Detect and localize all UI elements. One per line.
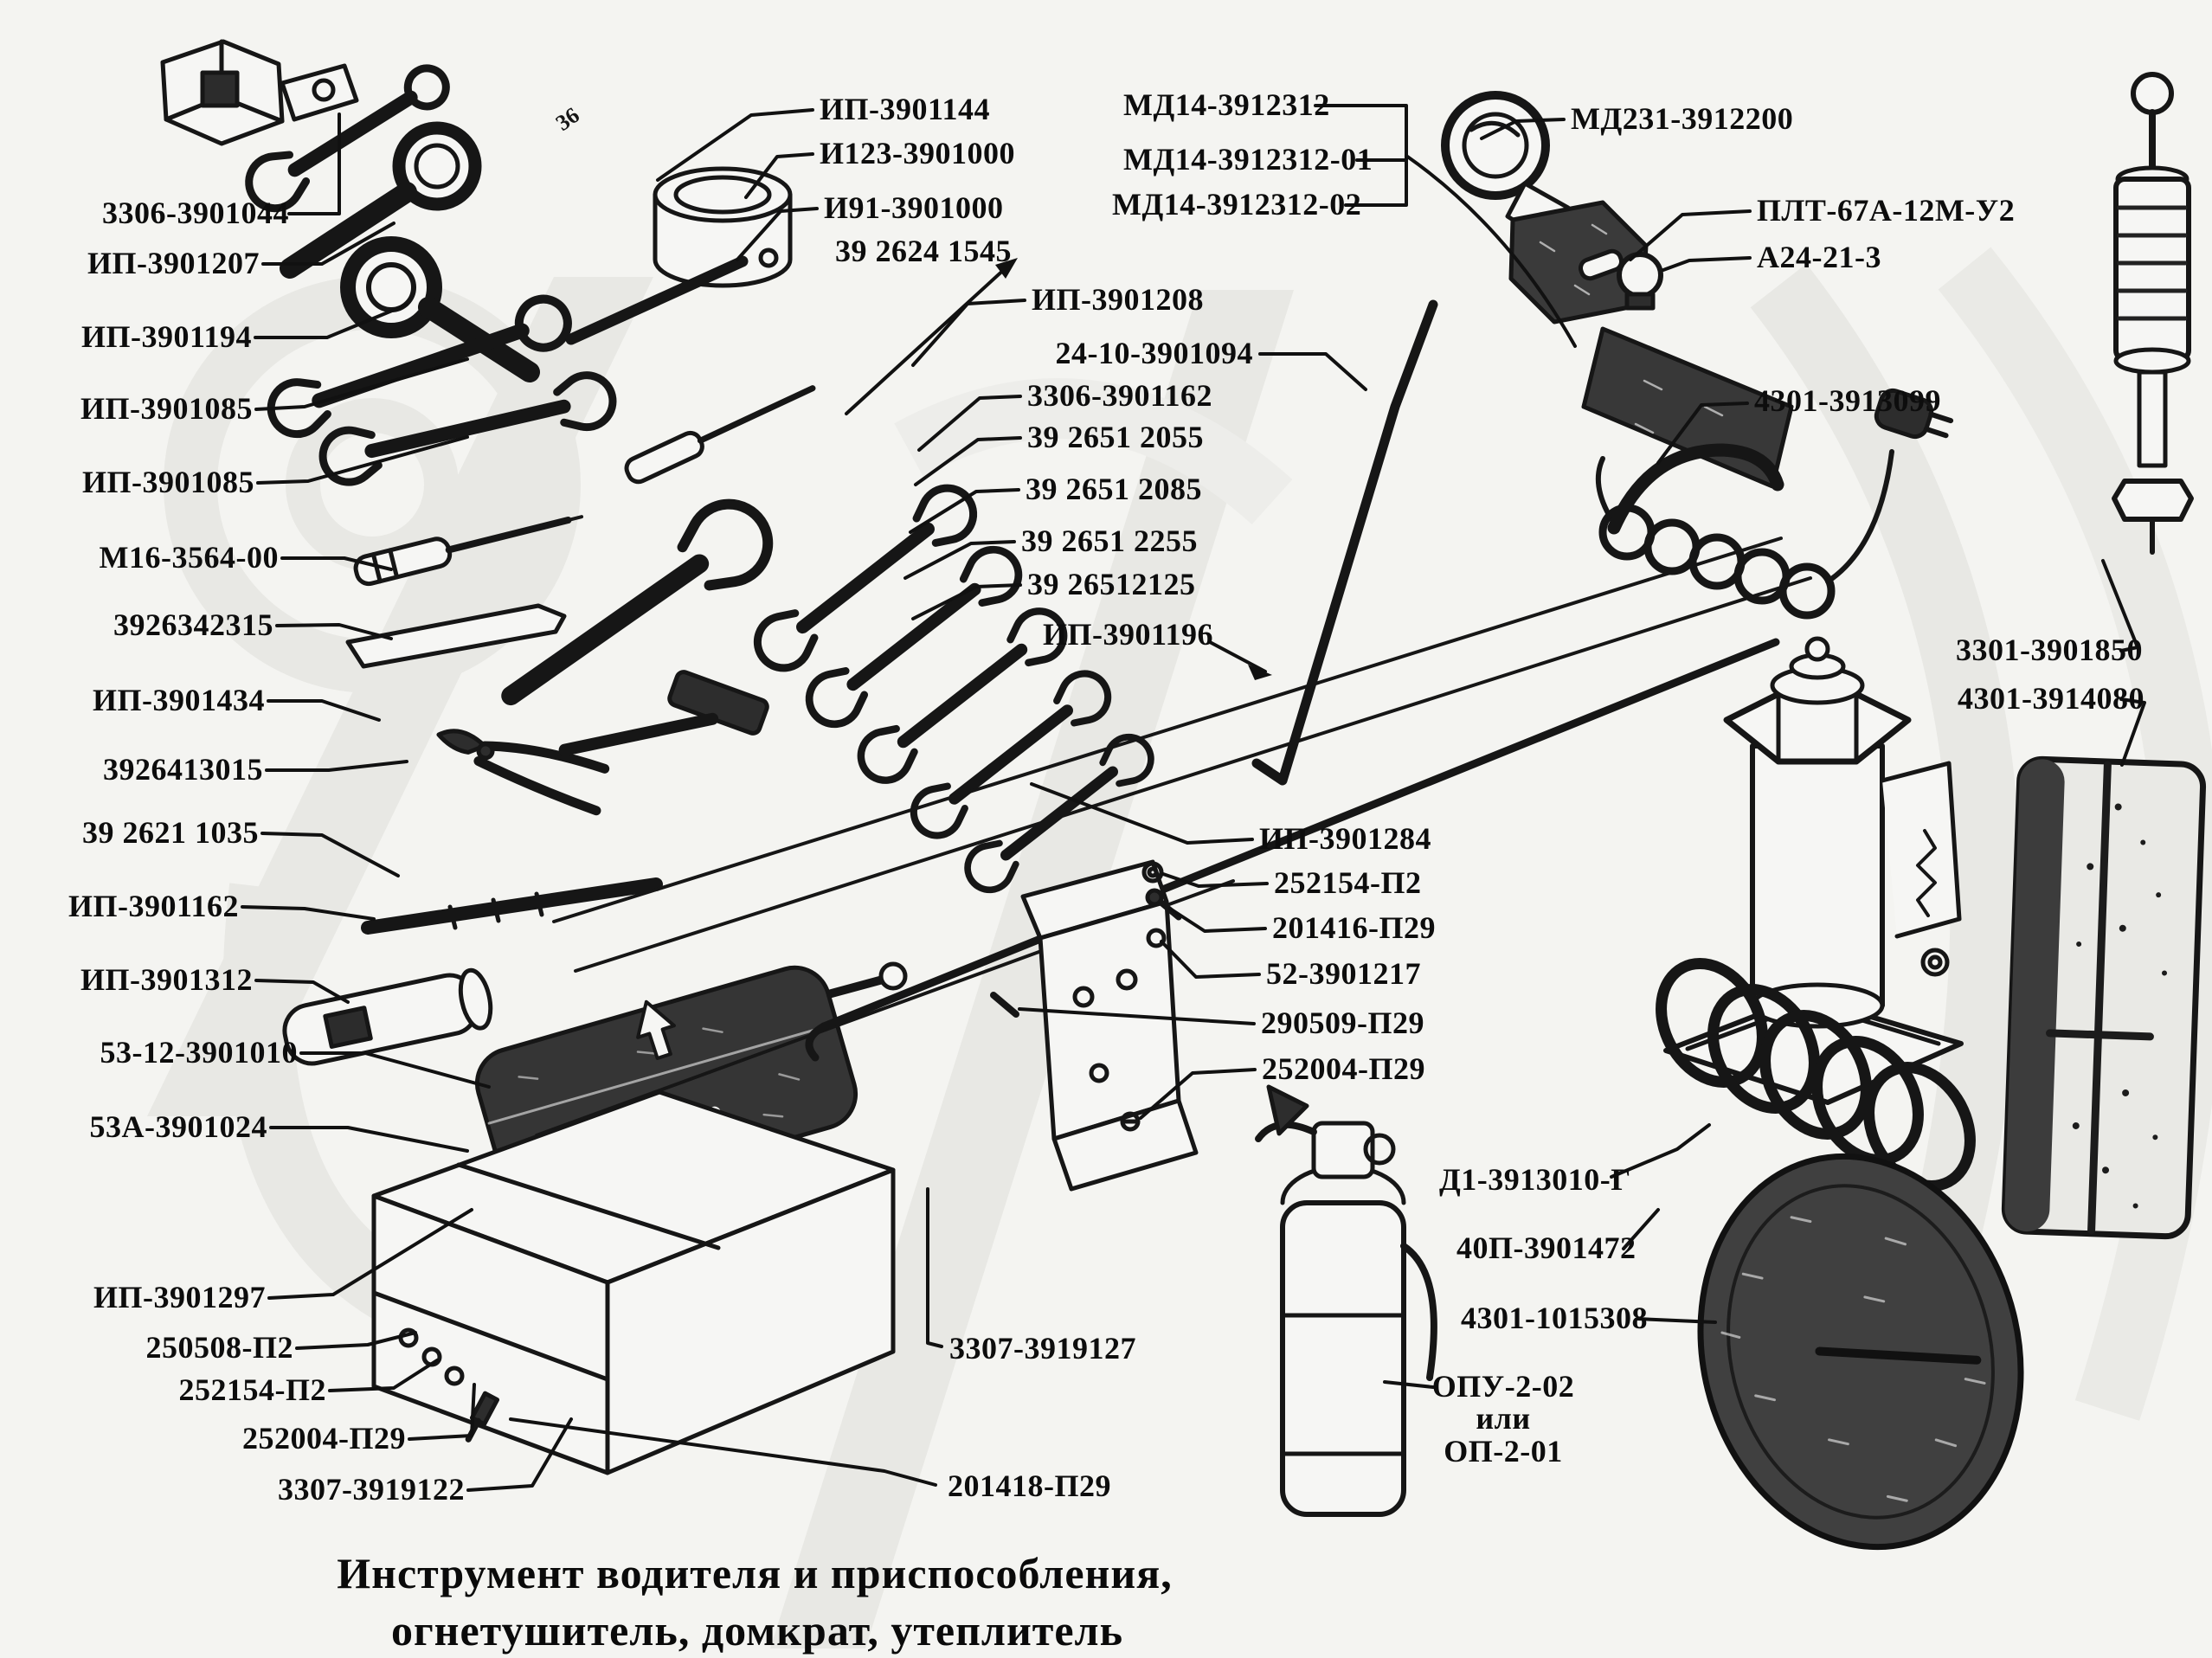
part-label-46: 252004-П29 [1262, 1051, 1425, 1087]
figure-caption-line1: Инструмент водителя и приспособления, [337, 1549, 1173, 1597]
inspection-lamp-art [1441, 91, 1954, 620]
part-label-43: 201416-П29 [1272, 910, 1436, 946]
leader-lines [241, 104, 2146, 1492]
insulation-panel-art [2001, 755, 2207, 1240]
hammer-art [558, 670, 769, 756]
floor-bracket-art [371, 1089, 896, 1475]
open-end-wrench-art-1 [239, 64, 450, 218]
plug-art [1874, 388, 1954, 440]
part-label-44: 52-3901217 [1266, 956, 1421, 992]
arrow-marker-art [636, 999, 676, 1061]
screwdriver-art-2 [624, 385, 816, 485]
fire-extinguisher-art [1255, 1084, 1437, 1517]
part-label-09: 3926413015 [103, 752, 263, 787]
part-label-25: 3306-3901162 [1027, 378, 1213, 414]
part-label-20: ИП-3901144 [820, 92, 991, 127]
part-label-01: 3306-3901044 [102, 196, 289, 231]
part-label-28: 39 2651 2255 [1021, 524, 1198, 559]
wheel-disc-art [1697, 1153, 2024, 1551]
part-label-37: 24-10-3901094 [1055, 336, 1253, 371]
part-label-02: ИП-3901207 [87, 246, 260, 281]
hinge-socket-art [282, 967, 493, 1066]
figure-caption-line2: огнетушитель, домкрат, утеплитель [390, 1606, 1124, 1655]
part-label-38: 4301-3913099 [1754, 383, 1941, 419]
part-label-15: ИП-3901297 [93, 1280, 266, 1315]
part-label-35: ПЛТ-67А-12М-У2 [1757, 193, 2016, 228]
part-label-12: ИП-3901312 [80, 962, 253, 998]
part-label-29: 39 26512125 [1027, 567, 1196, 602]
part-label-51: или [1476, 1401, 1531, 1436]
part-label-52: ОП-2-01 [1444, 1434, 1563, 1469]
svg-text:36: 36 [551, 102, 584, 136]
part-label-41: ИП-3901284 [1259, 821, 1431, 857]
pliers-art [436, 729, 610, 816]
part-label-10: 39 2621 1035 [82, 815, 259, 851]
part-label-21: И123-3901000 [820, 136, 1015, 171]
part-label-13: 53-12-3901010 [100, 1035, 298, 1070]
part-label-18: 252004-П29 [242, 1421, 406, 1456]
part-label-30: ИП-3901196 [1043, 617, 1214, 652]
part-label-47: Д1-3913010-Г [1439, 1162, 1631, 1198]
part-label-06: М16-3564-00 [99, 540, 279, 575]
part-label-34: МД231-3912200 [1571, 101, 1794, 137]
part-label-04: ИП-3901085 [80, 391, 253, 427]
coil-spring-art [1656, 958, 1976, 1192]
part-label-42: 252154-П2 [1274, 865, 1422, 901]
part-label-08: ИП-3901434 [93, 683, 265, 718]
small-fasteners-art [990, 861, 1182, 1132]
part-label-31: МД14-3912312 [1123, 87, 1330, 123]
part-label-54: 201418-П29 [948, 1468, 1111, 1504]
part-label-49: 4301-1015308 [1461, 1301, 1648, 1336]
hub-socket-cup-art [653, 166, 793, 288]
part-label-39: 3301-3901850 [1956, 633, 2143, 668]
ring-wrench-36-art [280, 121, 482, 279]
ring-spanner-art [340, 236, 540, 382]
part-label-14: 53А-3901024 [89, 1109, 267, 1145]
part-label-45: 290509-П29 [1261, 1006, 1424, 1041]
big-open-wrench-art [501, 489, 782, 706]
double-open-wrench-art [318, 370, 618, 487]
part-label-16: 250508-П2 [145, 1330, 293, 1366]
knurled-bar-art [361, 877, 663, 935]
part-label-22: И91-3901000 [824, 190, 1004, 226]
part-label-48: 40П-3901472 [1456, 1231, 1636, 1266]
part-label-50: ОПУ-2-02 [1431, 1369, 1575, 1404]
combination-wrench-art [264, 294, 572, 441]
tommy-bar-art [565, 255, 749, 345]
part-label-23: 39 2624 1545 [835, 234, 1012, 269]
part-label-17: 252154-П2 [178, 1372, 326, 1408]
part-label-40: 4301-3914080 [1958, 681, 2144, 717]
socket-head-art [160, 39, 359, 146]
slave-cylinder-art [2112, 72, 2194, 555]
jack-bracket-art [1607, 443, 1784, 535]
part-label-26: 39 2651 2055 [1027, 420, 1204, 455]
part-label-19: 3307-3919122 [278, 1472, 465, 1507]
mid-bracket-art [1020, 859, 1199, 1192]
part-label-36: А24-21-3 [1757, 240, 1881, 275]
part-label-33: МД14-3912312-02 [1112, 187, 1362, 222]
part-label-32: МД14-3912312-01 [1123, 142, 1373, 177]
part-label-07: 3926342315 [113, 607, 273, 643]
part-label-11: ИП-3901162 [68, 889, 239, 924]
part-label-53: 3307-3919127 [949, 1331, 1136, 1366]
chisel-art [345, 603, 567, 669]
screwdriver-art-1 [353, 515, 584, 587]
part-label-05: ИП-3901085 [82, 465, 254, 500]
part-label-03: ИП-3901194 [80, 319, 252, 355]
ring-wrench-size-text: 36 [551, 102, 584, 136]
part-label-27: 39 2651 2085 [1026, 472, 1202, 507]
starting-rod-art [1251, 299, 1438, 786]
part-label-24: ИП-3901208 [1032, 282, 1204, 318]
